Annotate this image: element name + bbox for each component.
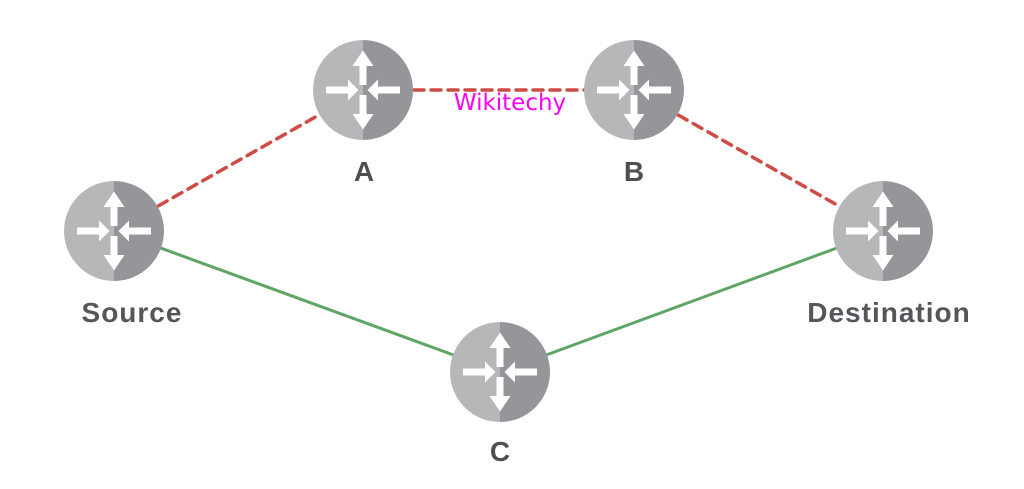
router-icon-b — [584, 40, 684, 140]
label-a: A — [354, 156, 374, 187]
router-icon-a — [313, 40, 413, 140]
router-icon-source — [64, 181, 164, 281]
label-source: Source — [82, 297, 183, 328]
watermark: Wikitechy — [454, 90, 566, 116]
label-b: B — [624, 156, 644, 187]
label-c: C — [490, 436, 510, 467]
router-icon-destination — [833, 181, 933, 281]
label-destination: Destination — [807, 297, 970, 328]
edge-c-destination-solid — [498, 229, 885, 374]
node-labels: Source A B C Destination — [82, 156, 970, 467]
edge-source-c-solid — [112, 229, 502, 374]
router-icon-c — [450, 322, 550, 422]
